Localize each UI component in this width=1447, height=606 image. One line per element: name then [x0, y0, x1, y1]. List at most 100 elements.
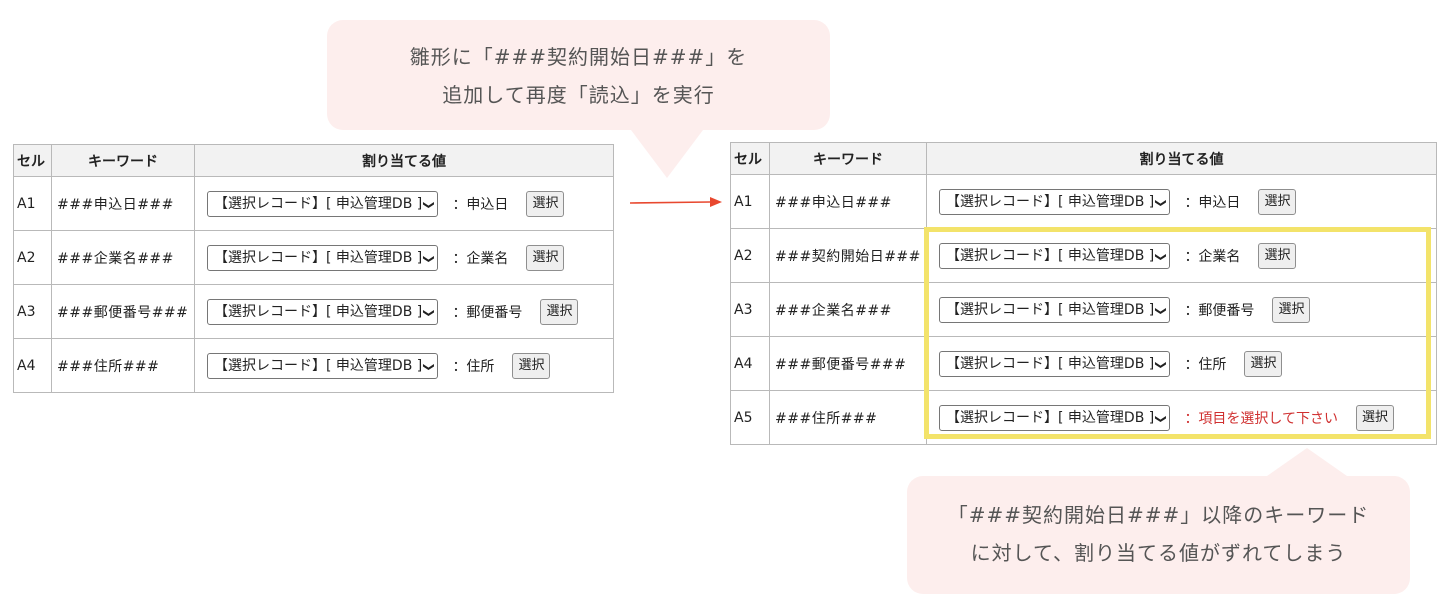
table-row: A2###契約開始日### 【選択レコード】[ 申込管理DB ]❯ ：企業名選択: [730, 228, 1437, 283]
value-cell: 【選択レコード】[ 申込管理DB ]❯ ：住所選択: [194, 338, 614, 393]
keyword-text: ###申込日###: [769, 174, 927, 229]
callout-bottom-line2: に対して、割り当てる値がずれてしまう: [970, 541, 1347, 565]
select-button[interactable]: 選択: [526, 244, 565, 271]
chevron-down-icon: ❯: [1154, 305, 1168, 316]
assigned-field: ：申込日: [1184, 194, 1241, 211]
callout-top-tail: [631, 130, 703, 178]
callout-bottom-line1: 「###契約開始日###」以降のキーワード: [947, 503, 1370, 527]
chevron-down-icon: ❯: [1154, 197, 1168, 208]
record-select[interactable]: 【選択レコード】[ 申込管理DB ]❯: [939, 350, 1171, 377]
keyword-text: ###申込日###: [51, 176, 195, 231]
keyword-text: ###企業名###: [769, 282, 927, 337]
value-cell: 【選択レコード】[ 申込管理DB ]❯ ：郵便番号選択: [194, 284, 614, 339]
record-select[interactable]: 【選択レコード】[ 申込管理DB ]❯: [939, 296, 1171, 323]
record-select-value: 【選択レコード】[ 申込管理DB ]: [946, 247, 1155, 264]
keyword-text: ###企業名###: [51, 230, 195, 285]
record-select-value: 【選択レコード】[ 申込管理DB ]: [946, 193, 1155, 210]
value-cell: 【選択レコード】[ 申込管理DB ]❯ ：郵便番号選択: [926, 282, 1437, 337]
keyword-table-before: セル キーワード 割り当てる値 A1###申込日###【選択レコード】[ 申込管…: [13, 144, 614, 393]
cell-ref: A4: [13, 338, 52, 393]
chevron-down-icon: ❯: [422, 307, 436, 318]
keyword-text: ###住所###: [51, 338, 195, 393]
assigned-field: ：住所: [452, 358, 495, 375]
header-keyword: キーワード: [51, 144, 195, 177]
value-cell: 【選択レコード】[ 申込管理DB ]❯ ：項目を選択して下さい選択: [926, 390, 1437, 445]
keyword-text: ###郵便番号###: [51, 284, 195, 339]
table-row: A4###住所### 【選択レコード】[ 申込管理DB ]❯ ：住所選択: [13, 338, 614, 393]
header-value: 割り当てる値: [194, 144, 614, 177]
assigned-field: ：郵便番号: [452, 304, 523, 321]
chevron-down-icon: ❯: [422, 199, 436, 210]
header-row: セル キーワード 割り当てる値: [13, 144, 614, 177]
keyword-text: ###郵便番号###: [769, 336, 927, 391]
value-cell: 【選択レコード】[ 申込管理DB ]❯ ：企業名選択: [194, 230, 614, 285]
table-row: A2###企業名### 【選択レコード】[ 申込管理DB ]❯ ：企業名選択: [13, 230, 614, 285]
assigned-field: ：申込日: [452, 196, 509, 213]
select-button[interactable]: 選択: [540, 298, 579, 325]
select-button[interactable]: 選択: [1356, 404, 1395, 431]
header-cell: セル: [730, 142, 770, 175]
assigned-field: ：項目を選択して下さい: [1184, 410, 1339, 427]
record-select-value: 【選択レコード】[ 申込管理DB ]: [946, 301, 1155, 318]
arrow-right-icon: [629, 197, 722, 207]
record-select[interactable]: 【選択レコード】[ 申込管理DB ]❯: [939, 242, 1171, 269]
callout-bottom-tail: [1267, 448, 1347, 476]
callout-top-line1: 雛形に「###契約開始日###」を: [409, 45, 748, 69]
header-cell: セル: [13, 144, 52, 177]
table-row: A1###申込日### 【選択レコード】[ 申込管理DB ]❯ ：申込日選択: [730, 174, 1437, 229]
record-select-value: 【選択レコード】[ 申込管理DB ]: [214, 303, 423, 320]
select-button[interactable]: 選択: [526, 190, 565, 217]
select-button[interactable]: 選択: [1244, 350, 1283, 377]
header-row: セル キーワード 割り当てる値: [730, 142, 1437, 175]
record-select[interactable]: 【選択レコード】[ 申込管理DB ]❯: [207, 298, 439, 325]
chevron-down-icon: ❯: [422, 253, 436, 264]
keyword-table-after: セル キーワード 割り当てる値 A1###申込日###【選択レコード】[ 申込管…: [730, 142, 1437, 445]
record-select-value: 【選択レコード】[ 申込管理DB ]: [946, 409, 1155, 426]
record-select-value: 【選択レコード】[ 申込管理DB ]: [214, 195, 423, 212]
select-button[interactable]: 選択: [1258, 188, 1297, 215]
table-row: A5###住所### 【選択レコード】[ 申込管理DB ]❯ ：項目を選択して下さい…: [730, 390, 1437, 445]
cell-ref: A3: [730, 282, 770, 337]
select-button[interactable]: 選択: [1272, 296, 1311, 323]
cell-ref: A1: [730, 174, 770, 229]
table-row: A3###企業名### 【選択レコード】[ 申込管理DB ]❯ ：郵便番号選択: [730, 282, 1437, 337]
header-value: 割り当てる値: [926, 142, 1437, 175]
keyword-text: ###契約開始日###: [769, 228, 927, 283]
value-cell: 【選択レコード】[ 申込管理DB ]❯ ：申込日選択: [194, 176, 614, 231]
record-select-value: 【選択レコード】[ 申込管理DB ]: [946, 355, 1155, 372]
record-select[interactable]: 【選択レコード】[ 申込管理DB ]❯: [207, 244, 439, 271]
record-select[interactable]: 【選択レコード】[ 申込管理DB ]❯: [939, 188, 1171, 215]
record-select[interactable]: 【選択レコード】[ 申込管理DB ]❯: [207, 190, 439, 217]
record-select-value: 【選択レコード】[ 申込管理DB ]: [214, 249, 423, 266]
chevron-down-icon: ❯: [1154, 359, 1168, 370]
assigned-field: ：郵便番号: [1184, 302, 1255, 319]
callout-bottom: 「###契約開始日###」以降のキーワード に対して、割り当てる値がずれてしまう: [907, 448, 1410, 594]
value-cell: 【選択レコード】[ 申込管理DB ]❯ ：企業名選択: [926, 228, 1437, 283]
cell-ref: A4: [730, 336, 770, 391]
cell-ref: A2: [13, 230, 52, 285]
table-row: A4###郵便番号### 【選択レコード】[ 申込管理DB ]❯ ：住所選択: [730, 336, 1437, 391]
chevron-down-icon: ❯: [422, 361, 436, 372]
callout-top-line2: 追加して再度「読込」を実行: [442, 83, 715, 107]
record-select-value: 【選択レコード】[ 申込管理DB ]: [214, 357, 423, 374]
cell-ref: A3: [13, 284, 52, 339]
callout-top: 雛形に「###契約開始日###」を 追加して再度「読込」を実行: [327, 20, 830, 178]
table-row: A1###申込日### 【選択レコード】[ 申込管理DB ]❯ ：申込日選択: [13, 176, 614, 231]
select-button[interactable]: 選択: [1258, 242, 1297, 269]
select-button[interactable]: 選択: [512, 352, 551, 379]
cell-ref: A1: [13, 176, 52, 231]
header-keyword: キーワード: [769, 142, 927, 175]
record-select[interactable]: 【選択レコード】[ 申込管理DB ]❯: [939, 404, 1171, 431]
cell-ref: A2: [730, 228, 770, 283]
chevron-down-icon: ❯: [1154, 251, 1168, 262]
assigned-field: ：住所: [1184, 356, 1227, 373]
assigned-field: ：企業名: [1184, 248, 1241, 265]
table-row: A3###郵便番号### 【選択レコード】[ 申込管理DB ]❯ ：郵便番号選択: [13, 284, 614, 339]
cell-ref: A5: [730, 390, 770, 445]
value-cell: 【選択レコード】[ 申込管理DB ]❯ ：申込日選択: [926, 174, 1437, 229]
record-select[interactable]: 【選択レコード】[ 申込管理DB ]❯: [207, 352, 439, 379]
value-cell: 【選択レコード】[ 申込管理DB ]❯ ：住所選択: [926, 336, 1437, 391]
assigned-field: ：企業名: [452, 250, 509, 267]
chevron-down-icon: ❯: [1154, 413, 1168, 424]
keyword-text: ###住所###: [769, 390, 927, 445]
